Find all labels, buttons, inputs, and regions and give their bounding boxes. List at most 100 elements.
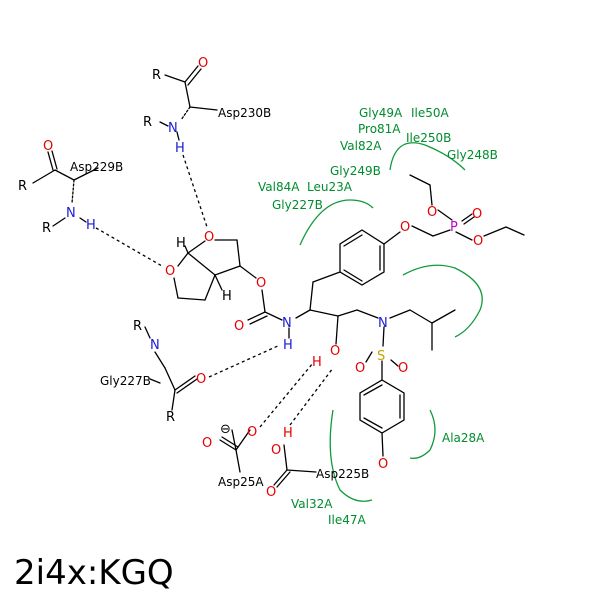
atom-h: H [175,141,185,156]
charge-minus: ⊖ [220,422,231,437]
bond [187,68,202,86]
bond [73,167,99,181]
bond [409,309,433,324]
atom-o: O [271,443,281,458]
bond [365,351,373,363]
bond [184,65,199,83]
atom-r: R [18,179,27,194]
bond [164,367,176,391]
atom-o: O [256,276,266,291]
contact-val32a: Val32A [291,497,333,511]
page-title: 2i4x:KGQ [14,553,174,593]
atom-o: O [204,230,214,245]
bond [189,106,218,111]
atom-o: O [202,436,212,451]
hydrogen-bonds [95,154,334,428]
atom-h: H [283,338,293,353]
bond [235,449,241,473]
bond [286,469,317,473]
hbond-asp230b-o [182,154,208,228]
bond [71,179,75,204]
bond [187,240,206,254]
bond [335,315,339,345]
contact-gly248b: Gly248B [447,148,498,162]
bond [437,209,453,221]
bond [239,265,257,279]
bond [390,359,399,367]
bond [176,378,198,394]
bond [32,169,56,184]
bond [247,311,266,321]
contact-pro81a: Pro81A [358,122,401,136]
contact-val82a: Val82A [340,139,382,153]
bond [236,239,241,267]
bond [51,150,58,170]
residue-asp229b: Asp229B [70,160,123,174]
bond [177,297,206,301]
bond [276,471,291,488]
residue-asp225b: Asp225B [316,467,369,481]
bond [363,384,383,396]
benzene-ring [339,229,385,286]
bond [173,277,179,299]
bond [461,213,473,222]
atom-o: O [398,361,408,376]
bond [273,469,288,486]
atom-p: P [450,220,458,235]
bond [411,225,434,237]
atom-o: O [355,361,365,376]
bond [177,252,189,267]
hbond-asp229b-o [95,227,163,267]
atom-o: O [234,319,244,334]
atom-r: R [42,221,51,236]
contact-ala28a: Ala28A [442,431,485,445]
atom-n: N [282,316,292,331]
contact-gly249b: Gly249B [330,164,381,178]
atom-o: O [247,425,257,440]
bond [52,217,66,227]
atom-o: O [165,264,175,279]
bond [309,309,339,317]
bond [389,309,411,319]
bond [343,269,363,282]
atom-n: N [378,316,388,331]
atom-r: R [143,115,152,130]
arc-ala28a [409,409,436,459]
hbond-asp225b-oh [289,367,334,426]
atom-o: O [472,207,482,222]
bond [483,226,507,237]
bond [144,326,151,339]
arc-right-pocket [402,264,483,338]
bond [184,81,191,108]
atom-o: O [196,372,206,387]
arc-gly248b [389,142,466,171]
bond [409,174,431,186]
contact-gly227b: Gly227B [272,198,323,212]
bond [235,429,251,451]
bond [343,234,363,247]
atom-h: H [222,289,232,304]
atom-r: R [133,319,142,334]
hbond-gly227b-nh [208,344,281,378]
bond [159,121,169,127]
bond [356,309,379,319]
atom-o: O [43,139,53,154]
atom-h: H [283,426,293,441]
bond [295,309,311,319]
atom-r: R [166,410,175,425]
bond [381,432,384,457]
contact-val84a: Val84A [258,180,300,194]
hbond-asp25a-oh [259,362,314,428]
bond [171,389,176,411]
contact-leu23a: Leu23A [307,180,353,194]
hydrophobic-arcs [299,142,483,502]
residue-asp25a: Asp25A [218,475,264,489]
atom-labels: R O R N H Asp230B O R Asp229B N R H O H … [18,56,483,500]
bond [176,131,180,141]
atom-h: H [312,355,322,370]
atom-o: O [198,56,208,71]
bond [383,231,401,245]
atom-r: R [152,68,161,83]
atom-o: O [266,485,276,500]
